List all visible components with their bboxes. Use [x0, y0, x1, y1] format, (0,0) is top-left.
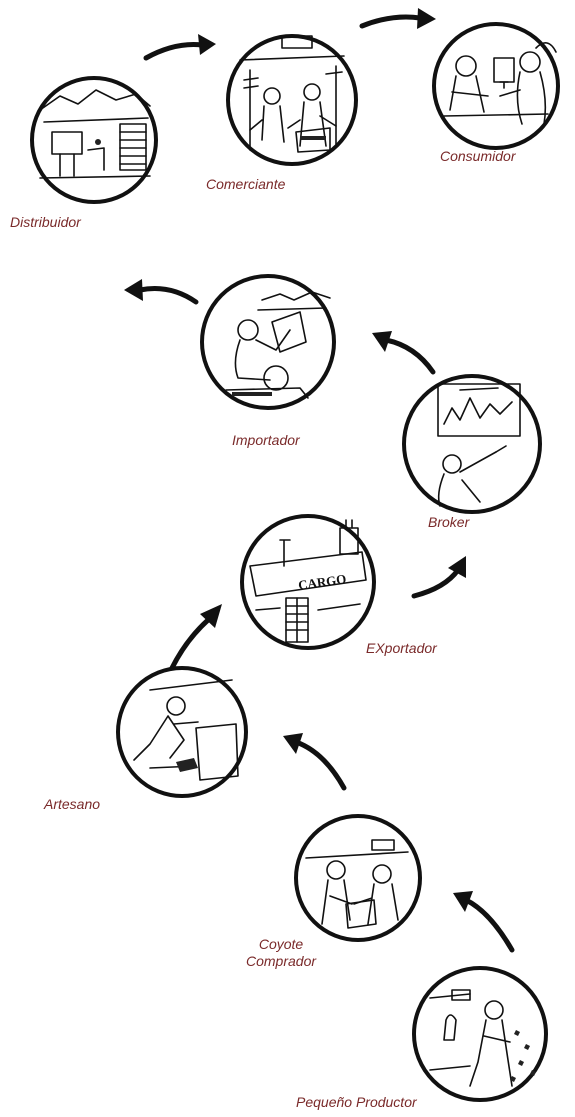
- buyers-illustration: [305, 839, 409, 929]
- node-consumidor: [432, 22, 560, 150]
- cargo-sign: CARGO: [297, 571, 347, 593]
- arrow-comerciante-to-consumidor: [359, 8, 436, 29]
- label-comerciante: Comerciante: [206, 176, 286, 192]
- node-exportador: CARGO: [240, 514, 376, 650]
- node-distribuidor: [30, 76, 158, 204]
- label-coyote: Coyote Comprador: [246, 936, 316, 970]
- farmer-illustration: [429, 989, 536, 1087]
- warehouse-illustration: [39, 89, 151, 179]
- label-coyote-line1: Coyote: [258, 936, 304, 952]
- stock-chart-illustration: [437, 383, 521, 507]
- office-worker-illustration: [225, 291, 331, 399]
- label-importador: Importador: [232, 432, 300, 448]
- arrow-artesano-to-exportador: [169, 604, 222, 671]
- shop-counter-illustration: [443, 42, 557, 125]
- label-pequeno-productor: Pequeño Productor: [296, 1094, 417, 1110]
- arrow-broker-to-importador: [372, 331, 436, 375]
- label-artesano: Artesano: [44, 796, 101, 812]
- arrow-pequeno-to-coyote: [453, 891, 515, 953]
- node-importador: [200, 274, 336, 410]
- label-coyote-line2: Comprador: [246, 953, 317, 969]
- cargo-ship-illustration: CARGO: [249, 519, 367, 643]
- node-broker: [402, 374, 542, 514]
- arrow-coyote-to-artesano: [283, 733, 347, 791]
- node-artesano: [116, 666, 248, 798]
- arrow-distribuidor-to-comerciante: [143, 34, 216, 61]
- craftsman-illustration: [133, 679, 239, 781]
- node-comerciante: [226, 34, 358, 166]
- node-pequeno-productor: [412, 966, 548, 1102]
- arrow-exportador-to-broker: [411, 556, 466, 599]
- market-illustration: [239, 35, 345, 153]
- arrow-importador-to-left: [124, 279, 199, 305]
- label-exportador: EXportador: [366, 640, 437, 656]
- label-consumidor: Consumidor: [440, 148, 516, 164]
- node-coyote: [294, 814, 422, 942]
- label-broker: Broker: [428, 514, 470, 530]
- label-distribuidor: Distribuidor: [10, 214, 81, 230]
